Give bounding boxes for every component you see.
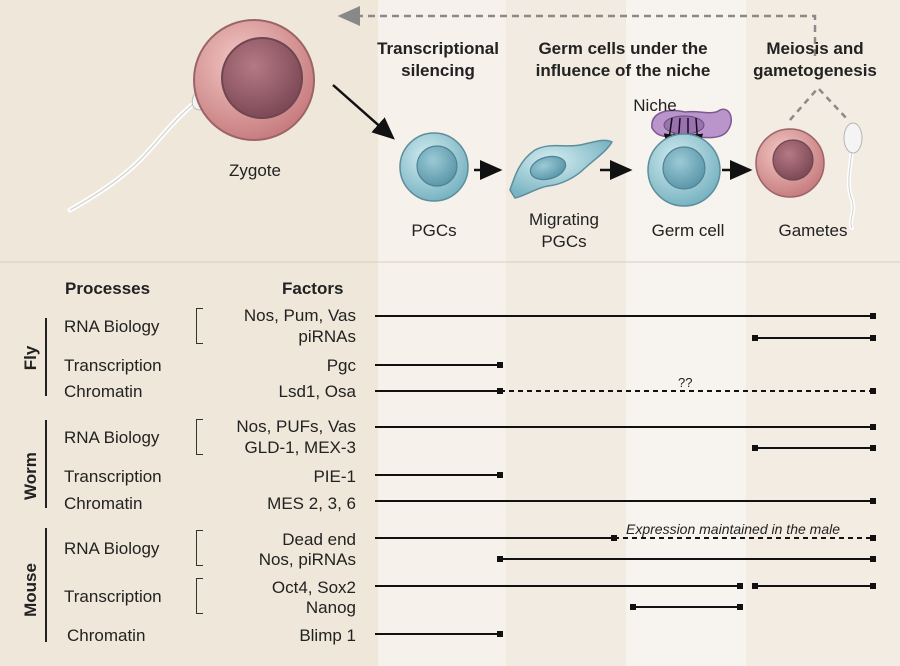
timeline-endcap [870,388,876,394]
factors-header: Factors [282,279,344,298]
bracket [196,578,203,614]
gametogenesis-split-lines [789,86,849,121]
process-label: RNA Biology [64,428,160,447]
annotation-male-expression: Expression maintained in the male [626,521,841,537]
stage-label-pgcs: PGCs [411,221,457,240]
factor-label: piRNAs [298,327,356,346]
timeline-endcap [752,335,758,341]
timeline-endcap [737,583,743,589]
timeline-endcap [870,445,876,451]
stage-label-migrating-line1: Migrating [529,210,599,229]
phase-heading-silencing-line2: silencing [401,61,475,80]
phase-heading-silencing-line1: Transcriptional [377,39,499,58]
background-band-silencing [378,0,506,666]
process-label: Chromatin [67,626,146,645]
stage-label-gametes: Gametes [778,221,848,240]
organism-label-mouse: Mouse [21,563,40,617]
timeline-endcap [752,583,758,589]
process-label: Chromatin [64,494,143,513]
factor-label: Nos, piRNAs [258,550,356,569]
factor-label: MES 2, 3, 6 [267,494,356,513]
timeline-endcap [870,335,876,341]
process-label: RNA Biology [64,539,160,558]
timeline-endcap [497,631,503,637]
organism-divider-mouse [45,528,47,642]
timeline-endcap [870,424,876,430]
process-label: RNA Biology [64,317,160,336]
stage-label-zygote: Zygote [229,161,281,180]
pgc-nucleus [416,145,458,187]
bracket [196,419,203,455]
processes-header: Processes [65,279,151,298]
timeline-endcap [870,556,876,562]
process-label: Chromatin [64,382,143,401]
stage-label-germ-cell: Germ cell [651,221,725,240]
zygote-nucleus [221,37,303,119]
phase-heading-meiosis-line2: gametogenesis [753,61,877,80]
timeline-endcap [752,445,758,451]
timeline-endcap [630,604,636,610]
stage-label-migrating-line2: PGCs [541,232,587,251]
timeline-endcap [870,313,876,319]
factor-label: Oct4, Sox2 [271,578,356,597]
bracket [196,308,203,344]
factor-label: Nos, Pum, Vas [243,306,356,325]
timeline-endcap [737,604,743,610]
stage-label-niche: Niche [633,96,677,115]
process-label: Transcription [64,467,162,486]
organism-divider-fly [45,318,47,396]
factor-label: Lsd1, Osa [278,382,357,401]
process-label: Transcription [64,356,162,375]
background-band-meiosis [746,0,900,666]
germ-cell-nucleus [662,146,706,190]
annotation-unknown: ?? [678,375,693,390]
factor-label: Blimp 1 [299,626,356,645]
process-label: Transcription [64,587,162,606]
timeline-endcap [497,472,503,478]
phase-heading-meiosis-line1: Meiosis and [766,39,864,58]
organism-label-worm: Worm [21,452,40,500]
phase-heading-niche-line2: influence of the niche [535,61,711,80]
factor-label: Dead end [282,530,356,549]
factor-label: GLD-1, MEX-3 [244,438,356,457]
sperm-gamete-head [843,122,863,154]
organism-label-fly: Fly [21,345,40,371]
return-dashed-arrow [337,6,817,56]
timeline-bars [375,313,876,637]
factor-label: Pgc [326,356,356,375]
bracket [196,530,203,566]
factor-label: PIE-1 [313,467,356,486]
background-band-left [0,0,378,666]
timeline-endcap [870,535,876,541]
timeline-endcap [497,556,503,562]
organism-divider-worm [45,420,47,508]
zygote-sperm-tail [67,89,213,213]
timeline-endcap [870,498,876,504]
timeline-endcap [870,583,876,589]
background-band-migration [506,0,626,666]
timeline-endcap [497,362,503,368]
phase-heading-niche-line1: Germ cells under the [538,39,708,58]
factor-label: Nos, PUFs, Vas [236,417,356,436]
factor-label: Nanog [305,598,356,617]
